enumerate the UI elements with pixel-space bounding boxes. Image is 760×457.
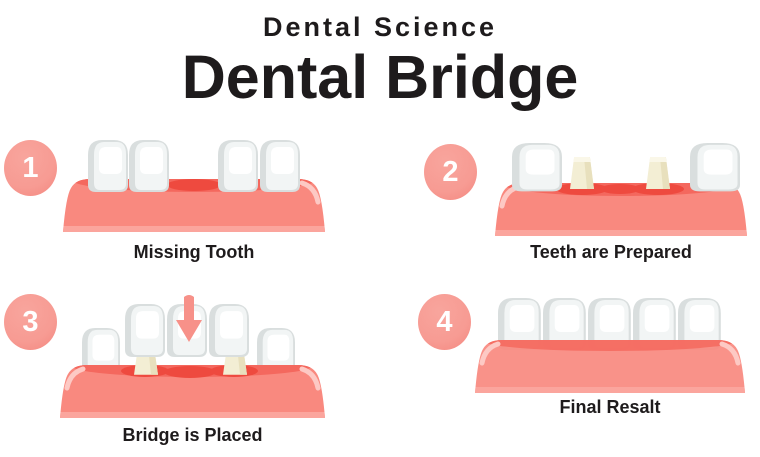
- step-3-label: Bridge is Placed: [122, 425, 263, 445]
- bridge-placed-illustration: [60, 295, 325, 418]
- step-1-number: 1: [22, 151, 39, 184]
- gum-highlight: [299, 366, 321, 391]
- gum-highlight: [64, 366, 86, 391]
- final-result-illustration: [475, 298, 745, 393]
- step-4-label: Final Resalt: [559, 397, 661, 417]
- socket: [600, 184, 640, 194]
- step-4-number: 4: [436, 305, 453, 338]
- missing-tooth-illustration: [63, 140, 325, 232]
- bridge-crown-icon: [209, 304, 249, 358]
- gum-highlight: [479, 341, 501, 366]
- page-title: Dental Bridge: [181, 43, 579, 111]
- step-1-badge: 1: [4, 140, 57, 196]
- gum: [475, 340, 745, 393]
- step-3-badge: 3: [4, 294, 57, 350]
- step-2-label: Teeth are Prepared: [530, 242, 692, 262]
- gum-detail: [495, 183, 747, 236]
- tooth-icon: [690, 143, 740, 192]
- step-2-badge: 2: [424, 144, 477, 200]
- step-3-number: 3: [22, 305, 39, 338]
- step-1-label: Missing Tooth: [133, 242, 255, 262]
- tooth-icon: [129, 140, 169, 192]
- down-arrow-icon: [176, 295, 202, 342]
- tooth-icon: [218, 140, 258, 192]
- gum: [495, 183, 747, 236]
- teeth-prepared-illustration: [495, 143, 747, 236]
- step-4-badge: 4: [418, 294, 471, 350]
- tooth-icon: [512, 143, 562, 192]
- tooth-icon: [260, 140, 300, 192]
- prepared-tooth-stub-icon: [646, 157, 670, 189]
- gum-detail: [475, 340, 745, 393]
- socket: [164, 366, 216, 378]
- socket: [556, 183, 608, 195]
- gum: [60, 365, 325, 418]
- prepared-tooth-stub-icon: [570, 157, 594, 189]
- step-2-number: 2: [442, 155, 459, 188]
- gum: [63, 179, 325, 232]
- page-subtitle: Dental Science: [262, 12, 498, 42]
- socket: [632, 183, 684, 195]
- missing-tooth-socket: [167, 179, 221, 191]
- bridge-crown-icon: [125, 304, 165, 358]
- gum-highlight: [719, 341, 741, 366]
- tooth-icon: [88, 140, 128, 192]
- gum-highlight: [299, 180, 321, 205]
